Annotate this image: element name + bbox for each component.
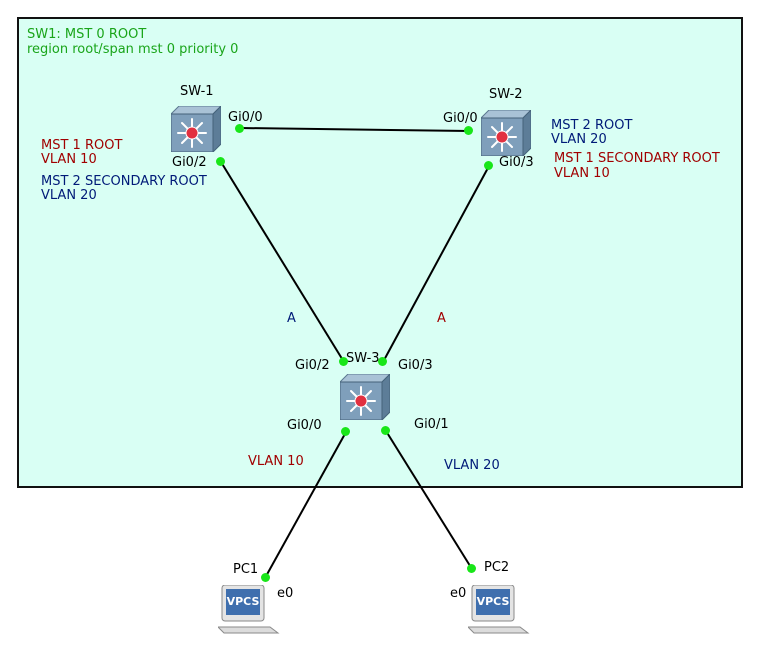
sw3-port-gi02-label: Gi0/2 [295, 358, 330, 373]
pc1-computer-icon[interactable]: VPCS [216, 584, 280, 635]
sw1-mst1-root-label: MST 1 ROOT [41, 138, 123, 153]
sw3-gi00-port-dot[interactable] [341, 427, 350, 436]
sw1-port-gi02-label: Gi0/2 [172, 155, 207, 170]
sw2-mst1-secondary-label: MST 1 SECONDARY ROOT [554, 151, 720, 166]
sw1-switch-icon[interactable] [169, 104, 223, 154]
sw1-port-gi00-label: Gi0/0 [228, 110, 263, 125]
sw1-vlan10-label: VLAN 10 [41, 152, 97, 167]
pc1-vlan-label: VLAN 10 [248, 454, 304, 469]
region-subtitle: region root/span mst 0 priority 0 [27, 42, 239, 57]
sw2-port-gi03-label: Gi0/3 [499, 155, 534, 170]
sw3-port-gi00-label: Gi0/0 [287, 418, 322, 433]
sw2-port-gi00-label: Gi0/0 [443, 111, 478, 126]
pc1-e0-port-dot[interactable] [261, 573, 270, 582]
sw2-name: SW-2 [489, 87, 523, 102]
sw2-mst2-root-label: MST 2 ROOT [551, 118, 633, 133]
sw3-gi02-port-dot[interactable] [339, 357, 348, 366]
pc1-screen-text: VPCS [226, 595, 260, 608]
sw1-gi00-port-dot[interactable] [235, 124, 244, 133]
sw2-switch-icon[interactable] [479, 108, 533, 158]
sw3-switch-icon[interactable] [338, 372, 392, 422]
sw3-name: SW-3 [346, 351, 380, 366]
sw2-vlan10-label: VLAN 10 [554, 166, 610, 181]
pc2-port-e0-label: e0 [450, 586, 467, 601]
pc2-computer-icon[interactable]: VPCS [466, 584, 530, 635]
sw2-gi03-port-dot[interactable] [484, 161, 493, 170]
sw1-mst2-secondary-label: MST 2 SECONDARY ROOT [41, 174, 207, 189]
sw3-port-gi01-label: Gi0/1 [414, 417, 449, 432]
link-sw3-pc1[interactable] [264, 431, 347, 579]
pc1-port-e0-label: e0 [277, 586, 294, 601]
sw1-name: SW-1 [180, 84, 214, 99]
pc2-screen-text: VPCS [476, 595, 510, 608]
sw1-vlan20-label: VLAN 20 [41, 188, 97, 203]
pc2-name: PC2 [484, 560, 510, 575]
sw1-gi02-port-dot[interactable] [216, 157, 225, 166]
sw2-gi00-port-dot[interactable] [464, 126, 473, 135]
link-sw1-sw2[interactable] [239, 127, 470, 132]
sw3-port-gi03-label: Gi0/3 [398, 358, 433, 373]
pc2-e0-port-dot[interactable] [467, 564, 476, 573]
link-sw2-sw3[interactable] [382, 165, 490, 363]
sw2-vlan20-label: VLAN 20 [551, 132, 607, 147]
sw3-gi03-port-dot[interactable] [378, 357, 387, 366]
pc1-name: PC1 [233, 562, 259, 577]
pc2-vlan-label: VLAN 20 [444, 458, 500, 473]
link-left-type-label: A [287, 311, 296, 326]
sw3-gi01-port-dot[interactable] [381, 426, 390, 435]
link-right-type-label: A [437, 311, 446, 326]
link-sw1-sw3[interactable] [220, 161, 345, 363]
link-sw3-pc2[interactable] [385, 430, 473, 570]
region-title: SW1: MST 0 ROOT [27, 27, 147, 42]
